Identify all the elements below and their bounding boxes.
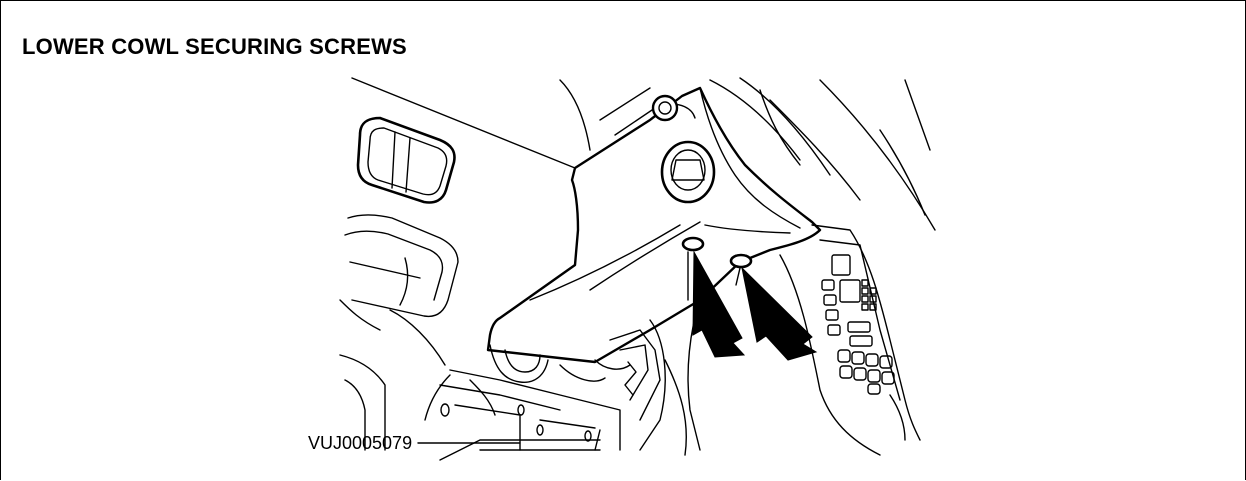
screw-arrow-left <box>692 250 746 358</box>
air-vent <box>356 116 456 204</box>
switch-panel <box>779 224 921 456</box>
figure-title: LOWER COWL SECURING SCREWS <box>22 34 407 59</box>
screw-arrow-right <box>741 266 818 361</box>
door-trim <box>339 214 459 451</box>
dashboard-outline <box>351 77 936 231</box>
reference-code: VUJ0005079 <box>308 433 413 453</box>
center-console <box>424 299 701 461</box>
lower-cowl-panel <box>486 86 822 364</box>
